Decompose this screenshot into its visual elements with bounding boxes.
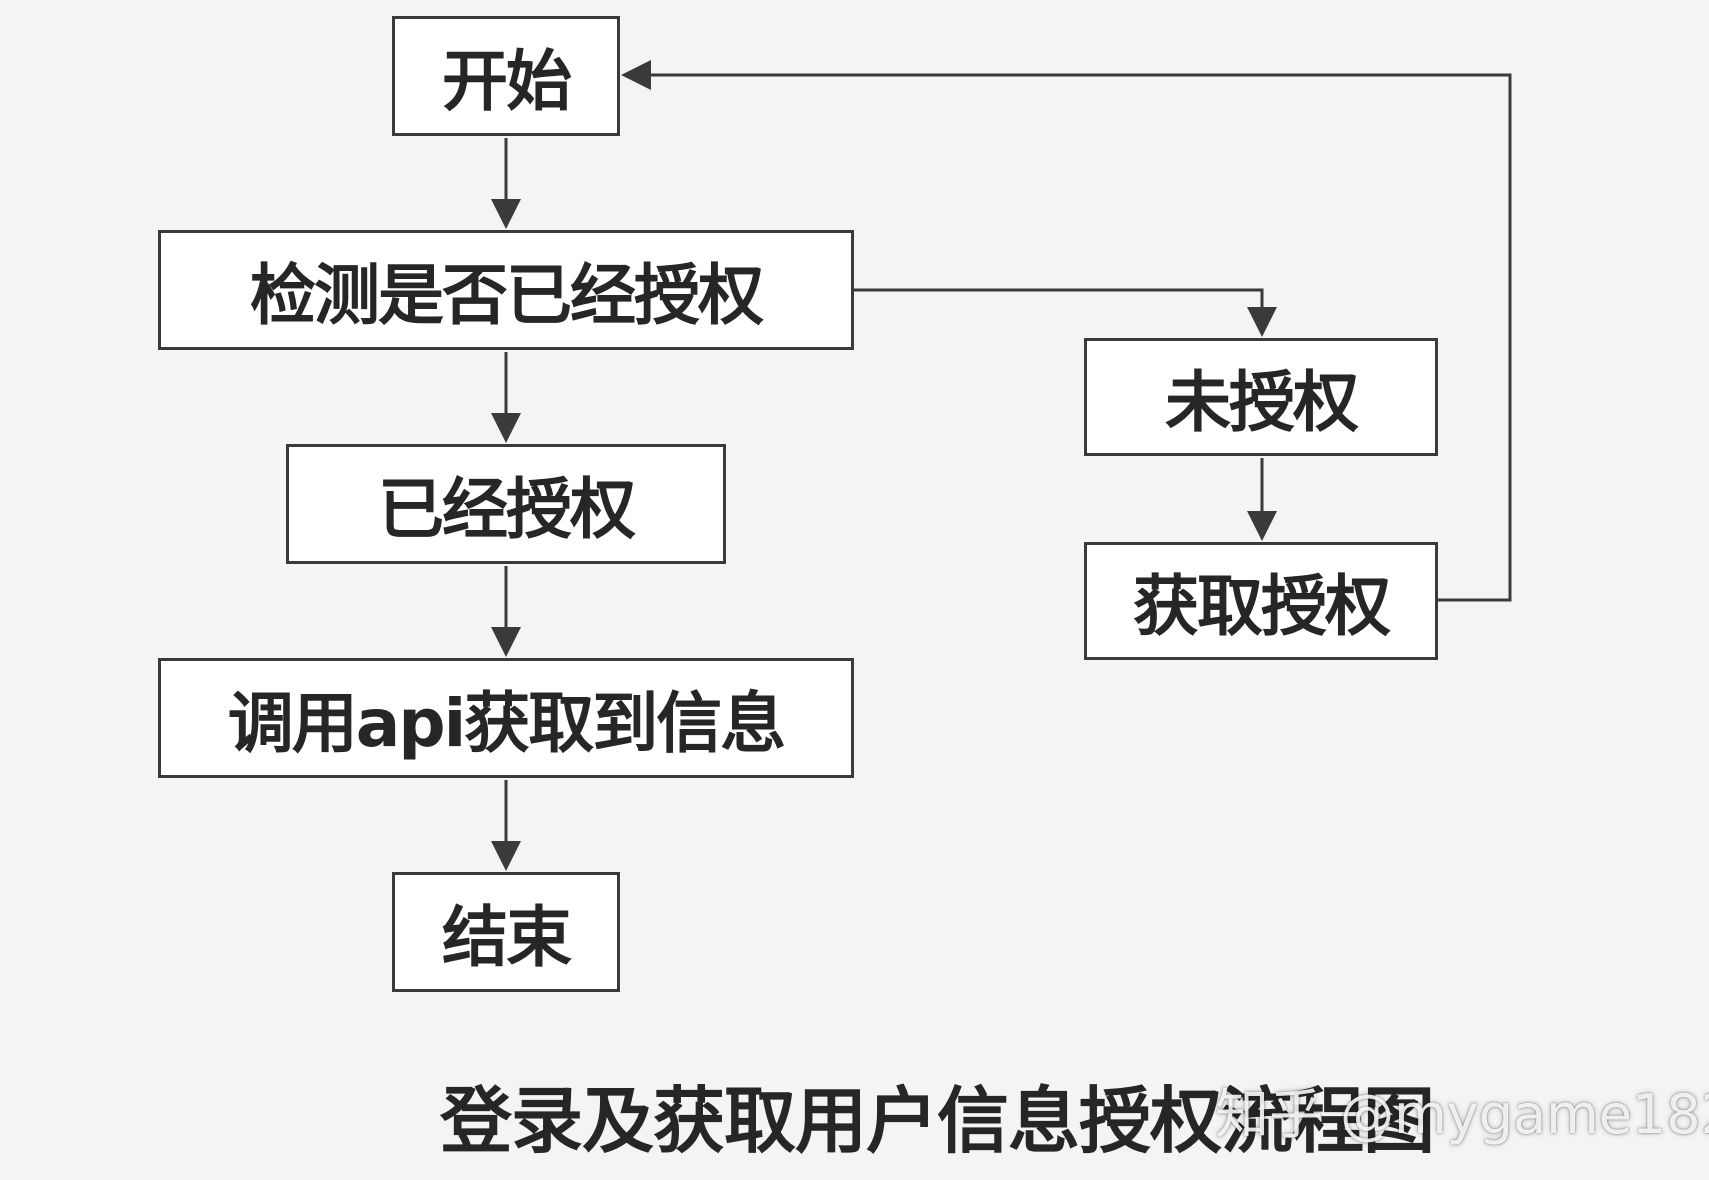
- watermark: 知乎 @mygame182: [1215, 1083, 1709, 1146]
- node-not-authorized: 未授权: [1084, 338, 1438, 456]
- node-get-authorization: 获取授权: [1084, 542, 1438, 660]
- edge-getauth-to-start: [621, 60, 1512, 602]
- diagram-caption: 登录及获取用户信息授权流程图: [440, 1079, 1435, 1163]
- node-start: 开始: [392, 16, 620, 136]
- node-authorized: 已经授权: [286, 444, 726, 564]
- node-call-api: 调用api获取到信息: [158, 658, 854, 778]
- edge-check-to-notauthorized: [854, 288, 1277, 337]
- node-end: 结束: [392, 872, 620, 992]
- node-check-authorization: 检测是否已经授权: [158, 230, 854, 350]
